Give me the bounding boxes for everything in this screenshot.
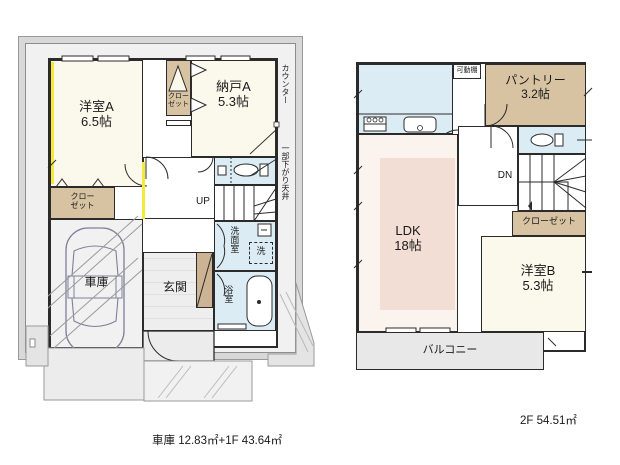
room-name: 洋室A — [79, 99, 114, 114]
label-yoshitsu-b: 洋室B 5.3帖 — [490, 263, 586, 294]
1f-site-angled-edge — [267, 282, 315, 367]
floor-plan-2f: 可動棚 パントリー 3.2帖 — [352, 58, 607, 388]
room-yoshitsu-a — [50, 60, 143, 187]
room-pantry — [485, 64, 586, 126]
senmen-fixtures — [216, 223, 272, 269]
room-name: バルコニー — [422, 344, 478, 356]
closet-top-line-1: クロー — [168, 93, 189, 100]
label-closet-2f: クローゼット — [512, 216, 586, 226]
room-name: 車庫 — [84, 275, 109, 289]
note-counter-text: カウンター — [281, 64, 290, 104]
label-movable-shelf: 可動棚 — [453, 67, 481, 75]
room-name: パントリー — [505, 73, 566, 87]
caption-1f-text: 車庫 12.83㎡+1F 43.64㎡ — [152, 435, 283, 447]
stairs-dn-text: DN — [497, 170, 513, 181]
room-yoshitsu-b — [481, 236, 586, 332]
caption-2f-area: 2F 54.51㎡ — [520, 412, 577, 428]
closet-yoshitsu-a — [50, 187, 115, 219]
2f-hallway — [458, 126, 518, 206]
label-closet-left: クロー ゼット — [50, 192, 115, 210]
closet-hall-top-mark — [168, 64, 188, 92]
pantry-door-swing — [484, 87, 593, 127]
note-lowered-ceiling: 一部下がり天井 — [280, 144, 291, 200]
2f-stair-treads — [517, 154, 587, 212]
label-yoshitsu-a: 洋室A 6.5帖 — [50, 99, 143, 130]
label-pantry: パントリー 3.2帖 — [485, 73, 586, 102]
room-name: 洋室B — [520, 263, 556, 278]
1f-approach-steps — [25, 325, 253, 402]
laundry-box — [249, 242, 273, 264]
note-lowered-ceiling-text: 一部下がり天井 — [281, 144, 290, 200]
ldk-windows — [353, 165, 451, 334]
room-name: 洗面室 — [229, 226, 240, 253]
1f-accent-wall-hall — [142, 162, 145, 219]
label-ldk: LDK 18帖 — [358, 223, 458, 254]
label-balcony: バルコニー — [356, 344, 544, 357]
bathtub-icon — [216, 273, 273, 330]
floor-plan-1f: 洋室A 6.5帖 クロー ゼット クロー ゼット 納戸A 5.3帖 — [18, 36, 318, 406]
closet-hall-shelf — [166, 120, 191, 126]
kitchen-fixtures — [353, 89, 453, 133]
label-nando-a: 納戸A 5.3帖 — [191, 79, 276, 110]
room-area: 5.3帖 — [522, 277, 554, 293]
label-senmenshitsu: 洗面室 — [229, 226, 239, 253]
1f-accent-wall-left — [51, 62, 54, 184]
toilet-fixture-icon-1f — [217, 157, 269, 185]
room-name: LDK — [395, 223, 421, 238]
label-stairs-dn: DN — [492, 170, 518, 182]
stairs-up-text: UP — [196, 196, 210, 207]
movable-shelf — [453, 64, 481, 79]
note-leader-lines — [249, 121, 280, 177]
note-counter: カウンター — [280, 64, 291, 104]
label-laundry: 洗 — [249, 246, 273, 256]
label-yokushitsu: 浴室 — [223, 285, 233, 303]
room-name: 玄関 — [162, 280, 187, 294]
closet-line-2: ゼット — [70, 201, 95, 211]
1f-window-group-left — [47, 55, 251, 169]
room-area: 5.3帖 — [217, 93, 250, 109]
car-icon — [47, 215, 143, 354]
closet-left-door-marks — [55, 178, 105, 188]
label-genkan: 玄関 — [143, 280, 207, 295]
closet-line-1: クロー — [70, 192, 95, 201]
1f-door-arrows-nando — [190, 62, 208, 113]
room-balcony — [356, 332, 544, 370]
label-garage: 車庫 — [50, 275, 143, 290]
toilet-fixture-icon-2f — [530, 133, 592, 147]
room-name: 浴室 — [223, 285, 234, 303]
room-name: 納戸A — [216, 79, 251, 94]
room-nando-a — [191, 60, 276, 157]
room-area: 6.5帖 — [80, 113, 113, 129]
1f-stair-treads — [223, 185, 277, 222]
movable-shelf-text: 可動棚 — [456, 67, 478, 74]
closet-top-line-2: ゼット — [168, 101, 189, 109]
closet-2f-text: クローゼット — [521, 216, 576, 226]
room-area: 3.2帖 — [521, 86, 550, 101]
caption-1f-area: 車庫 12.83㎡+1F 43.64㎡ — [152, 432, 282, 448]
label-closet-top: クロー ゼット — [166, 93, 191, 109]
caption-2f-text: 2F 54.51㎡ — [520, 415, 577, 427]
laundry-text: 洗 — [256, 246, 266, 256]
room-area: 18帖 — [394, 237, 422, 253]
ldk-tatami-area — [380, 158, 455, 310]
closet-yoshitsu-b — [512, 211, 586, 236]
label-stairs-up: UP — [191, 196, 215, 208]
